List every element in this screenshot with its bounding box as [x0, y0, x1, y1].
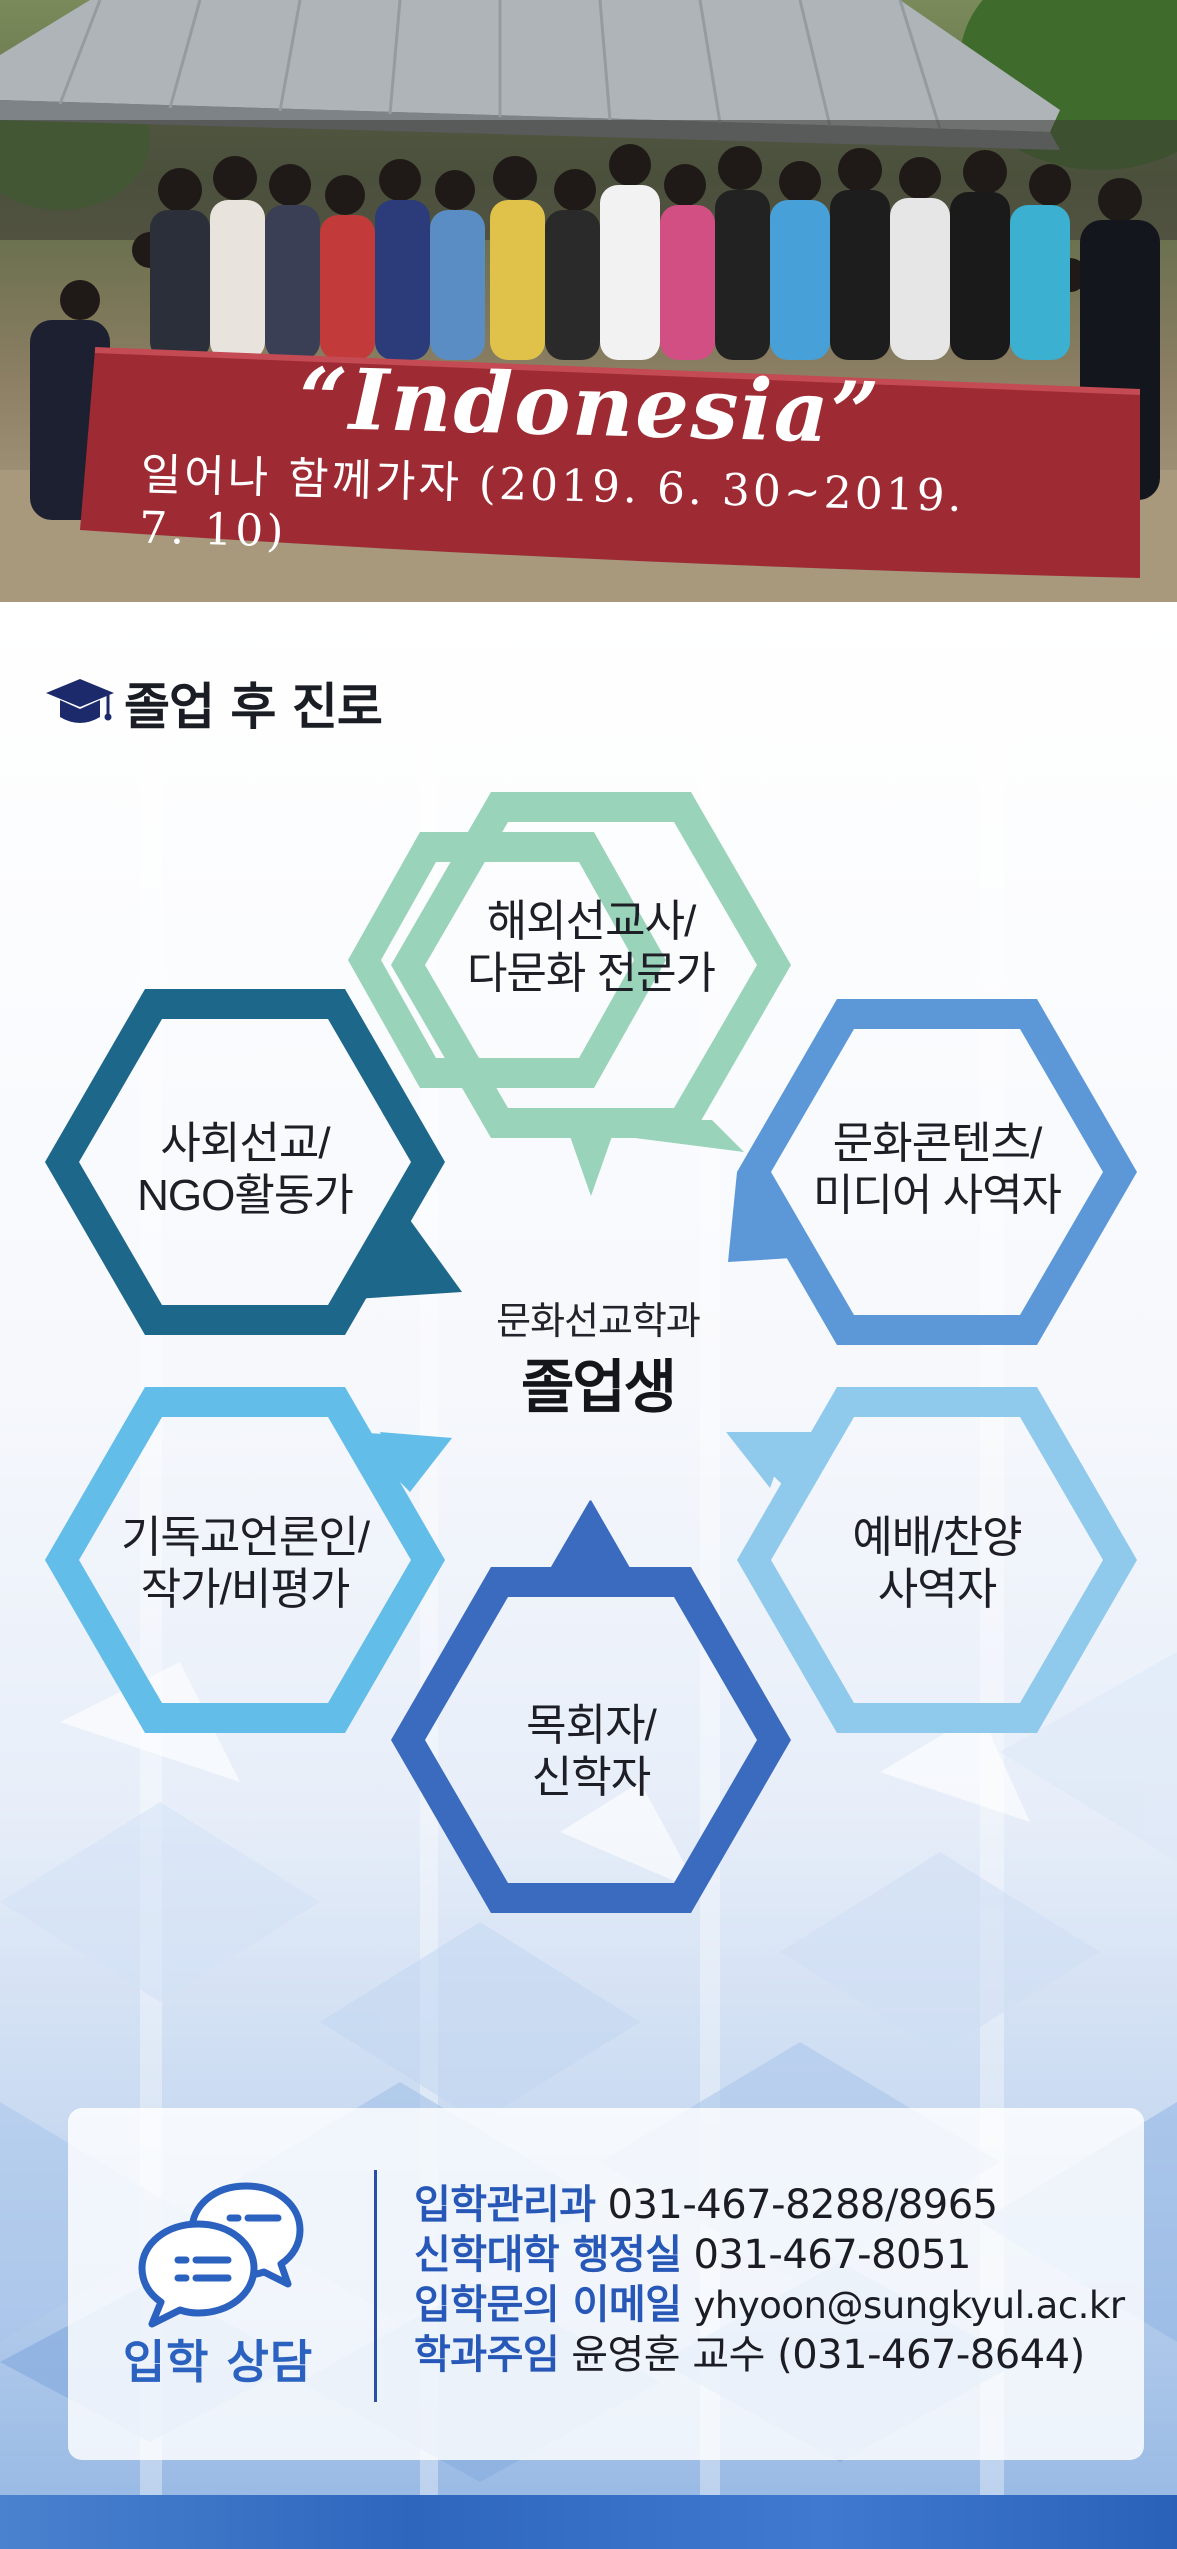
chat-bubbles-icon [138, 2182, 304, 2328]
contact-divider [374, 2170, 377, 2402]
career-culture-contents: 문화콘텐츠/ 미디어 사역자 [787, 1118, 1087, 1222]
contact-email-link[interactable]: yhyoon@sungkyul.ac.kr [693, 2284, 1126, 2327]
career-line1: 해외선교사/ [486, 897, 697, 946]
contact-value: 031-467-8288/8965 [607, 2182, 999, 2228]
career-line1: 문화콘텐츠/ [832, 1119, 1043, 1168]
graduation-cap-icon [46, 679, 114, 723]
career-overseas-missionary: 해외선교사/ 다문화 전문가 [441, 896, 741, 1000]
career-line2: 신학자 [531, 1753, 651, 1802]
career-social-mission: 사회선교/ NGO활동가 [95, 1118, 395, 1222]
center-department: 문화선교학과 [496, 1301, 701, 1343]
career-worship: 예배/찬양 사역자 [787, 1512, 1087, 1616]
contact-value: 윤영훈 교수 (031-467-8644) [571, 2332, 1085, 2378]
admission-consult-label: 입학 상담 [122, 2335, 314, 2389]
contact-row-email: 입학문의 이메일 yhyoon@sungkyul.ac.kr [414, 2280, 1125, 2330]
group-photo: “Indonesia” 일어나 함께가자 (2019. 6. 30~2019. … [0, 0, 1177, 602]
career-line2: NGO활동가 [137, 1171, 354, 1220]
career-line2: 사역자 [877, 1565, 997, 1614]
career-line1: 사회선교/ [160, 1119, 330, 1168]
contact-key: 학과주임 [414, 2332, 560, 2378]
contact-key: 입학관리과 [414, 2182, 596, 2228]
career-line2: 다문화 전문가 [466, 949, 716, 998]
career-line1: 기독교언론인/ [120, 1513, 370, 1562]
career-line2: 미디어 사역자 [812, 1171, 1062, 1220]
center-graduates: 졸업생 [520, 1355, 677, 1420]
career-line1: 목회자/ [526, 1701, 657, 1750]
career-line2: 작가/비평가 [140, 1565, 351, 1614]
contact-key: 신학대학 행정실 [414, 2232, 682, 2278]
career-line1: 예배/찬양 [852, 1513, 1022, 1562]
contact-value: 031-467-8051 [693, 2232, 972, 2278]
career-pastor: 목회자/ 신학자 [441, 1700, 741, 1804]
contact-key: 입학문의 이메일 [414, 2282, 682, 2328]
bottom-strip [0, 2495, 1177, 2549]
photo-scene [0, 0, 1177, 602]
section-title: 졸업 후 진로 [124, 678, 383, 736]
career-journalist: 기독교언론인/ 작가/비평가 [85, 1512, 405, 1616]
section-heading: 졸업 후 진로 [44, 668, 383, 738]
